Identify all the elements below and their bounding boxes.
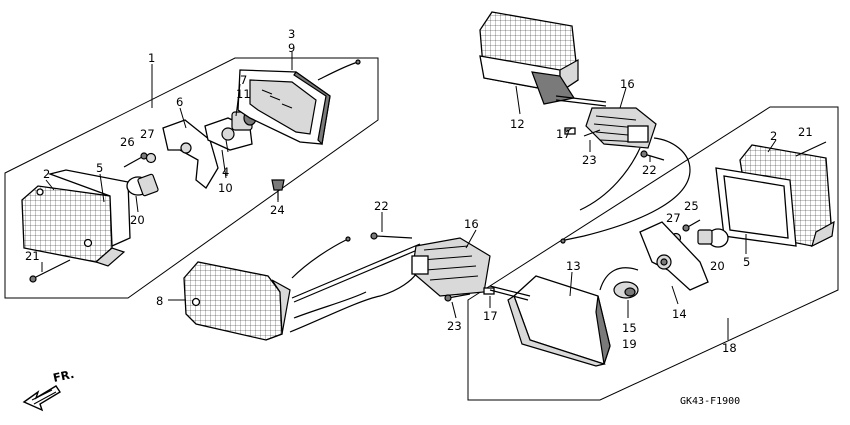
callout-8: 8 (156, 294, 163, 308)
callout-21-left: 21 (25, 249, 40, 263)
callout-9: 9 (288, 41, 295, 55)
callout-20-left: 20 (130, 213, 145, 227)
callout-10: 10 (218, 181, 233, 195)
callout-12: 12 (510, 117, 525, 131)
callout-7: 7 (240, 73, 247, 87)
callout-13: 13 (566, 259, 581, 273)
callout-2-left: 2 (43, 167, 50, 181)
left-front-winker-assembly (21, 59, 361, 283)
bulb-left (126, 173, 159, 197)
callouts: 1 2 2 3 4 5 5 6 7 8 9 10 11 12 13 14 15 … (25, 27, 813, 355)
leader-lines (41, 52, 777, 340)
callout-27-right: 27 (666, 211, 681, 225)
callout-23-top: 23 (582, 153, 597, 167)
callout-17-top: 17 (556, 127, 571, 141)
group-box-right (467, 106, 839, 401)
callout-17-center: 17 (483, 309, 498, 323)
callout-4: 4 (222, 165, 229, 179)
bracket-top (585, 107, 657, 149)
callout-24: 24 (270, 203, 285, 217)
front-direction-arrow: FR. (22, 367, 76, 412)
callout-5-left: 5 (96, 161, 103, 175)
callout-19: 19 (622, 337, 637, 351)
rear-left-winker-assembly (183, 232, 531, 341)
callout-11: 11 (236, 87, 251, 101)
bracket-left (162, 119, 219, 189)
callout-26: 26 (120, 135, 135, 149)
callout-3: 3 (288, 27, 295, 41)
callout-16-top: 16 (620, 77, 635, 91)
rear-right-winker-assembly (479, 11, 691, 244)
callout-27-left: 27 (140, 127, 155, 141)
callout-23-center: 23 (447, 319, 462, 333)
callout-14: 14 (672, 307, 687, 321)
diagram-code: GK43-F1900 (680, 396, 740, 407)
callout-22-top: 22 (642, 163, 657, 177)
right-front-winker-assembly (507, 141, 835, 367)
callout-25: 25 (684, 199, 699, 213)
callout-5-right: 5 (743, 255, 750, 269)
callout-16-center: 16 (464, 217, 479, 231)
callout-15: 15 (622, 321, 637, 335)
group-box-left (4, 57, 379, 299)
callout-1: 1 (148, 51, 155, 65)
callout-6: 6 (176, 95, 183, 109)
callout-21-right: 21 (798, 125, 813, 139)
callout-18: 18 (722, 341, 737, 355)
gasket-left (47, 169, 131, 247)
direction-label: FR. (52, 367, 76, 385)
callout-2-right: 2 (770, 129, 777, 143)
callout-20-right: 20 (710, 259, 725, 273)
bracket-center (411, 237, 491, 297)
callout-22-center: 22 (374, 199, 389, 213)
